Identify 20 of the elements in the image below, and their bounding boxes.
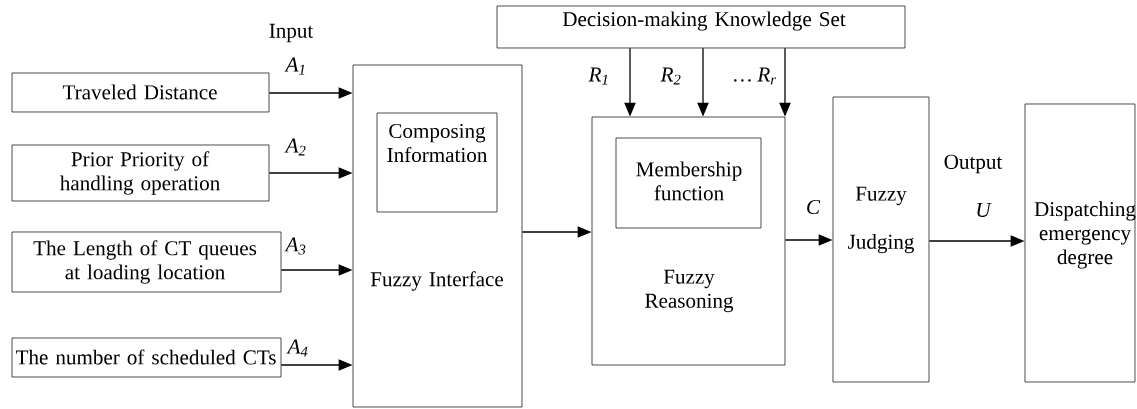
input-box: The Length of CT queues at loading location <box>11 231 282 293</box>
edge-label: A$_{3}$ <box>284 237 306 255</box>
edge-label: A$_{4}$ <box>286 339 308 357</box>
process-box: Membership function <box>615 137 762 229</box>
input-box: Traveled Distance <box>11 72 270 113</box>
edge-label: … R$_{r}$ <box>734 67 777 85</box>
edge-label: A$_{1}$ <box>284 57 305 75</box>
edge-label: R$_{2}$ <box>660 67 681 85</box>
edge-label: C <box>807 199 821 215</box>
input-box: The number of scheduled CTs <box>11 337 282 378</box>
io-label: Output <box>944 154 1003 174</box>
knowledge-set-box: Decision-making Knowledge Set <box>496 5 906 49</box>
output-box: Dispatching emergency degree <box>1024 103 1136 383</box>
edge-label: A$_{2}$ <box>284 138 306 156</box>
io-label: Input <box>269 23 314 43</box>
input-box: Prior Priority of handling operation <box>11 144 270 202</box>
edge-label: R$_{1}$ <box>588 67 608 85</box>
process-box: Fuzzy Judging <box>832 96 930 383</box>
edge-label: U <box>977 203 992 217</box>
process-box: Composing Information <box>376 112 498 213</box>
